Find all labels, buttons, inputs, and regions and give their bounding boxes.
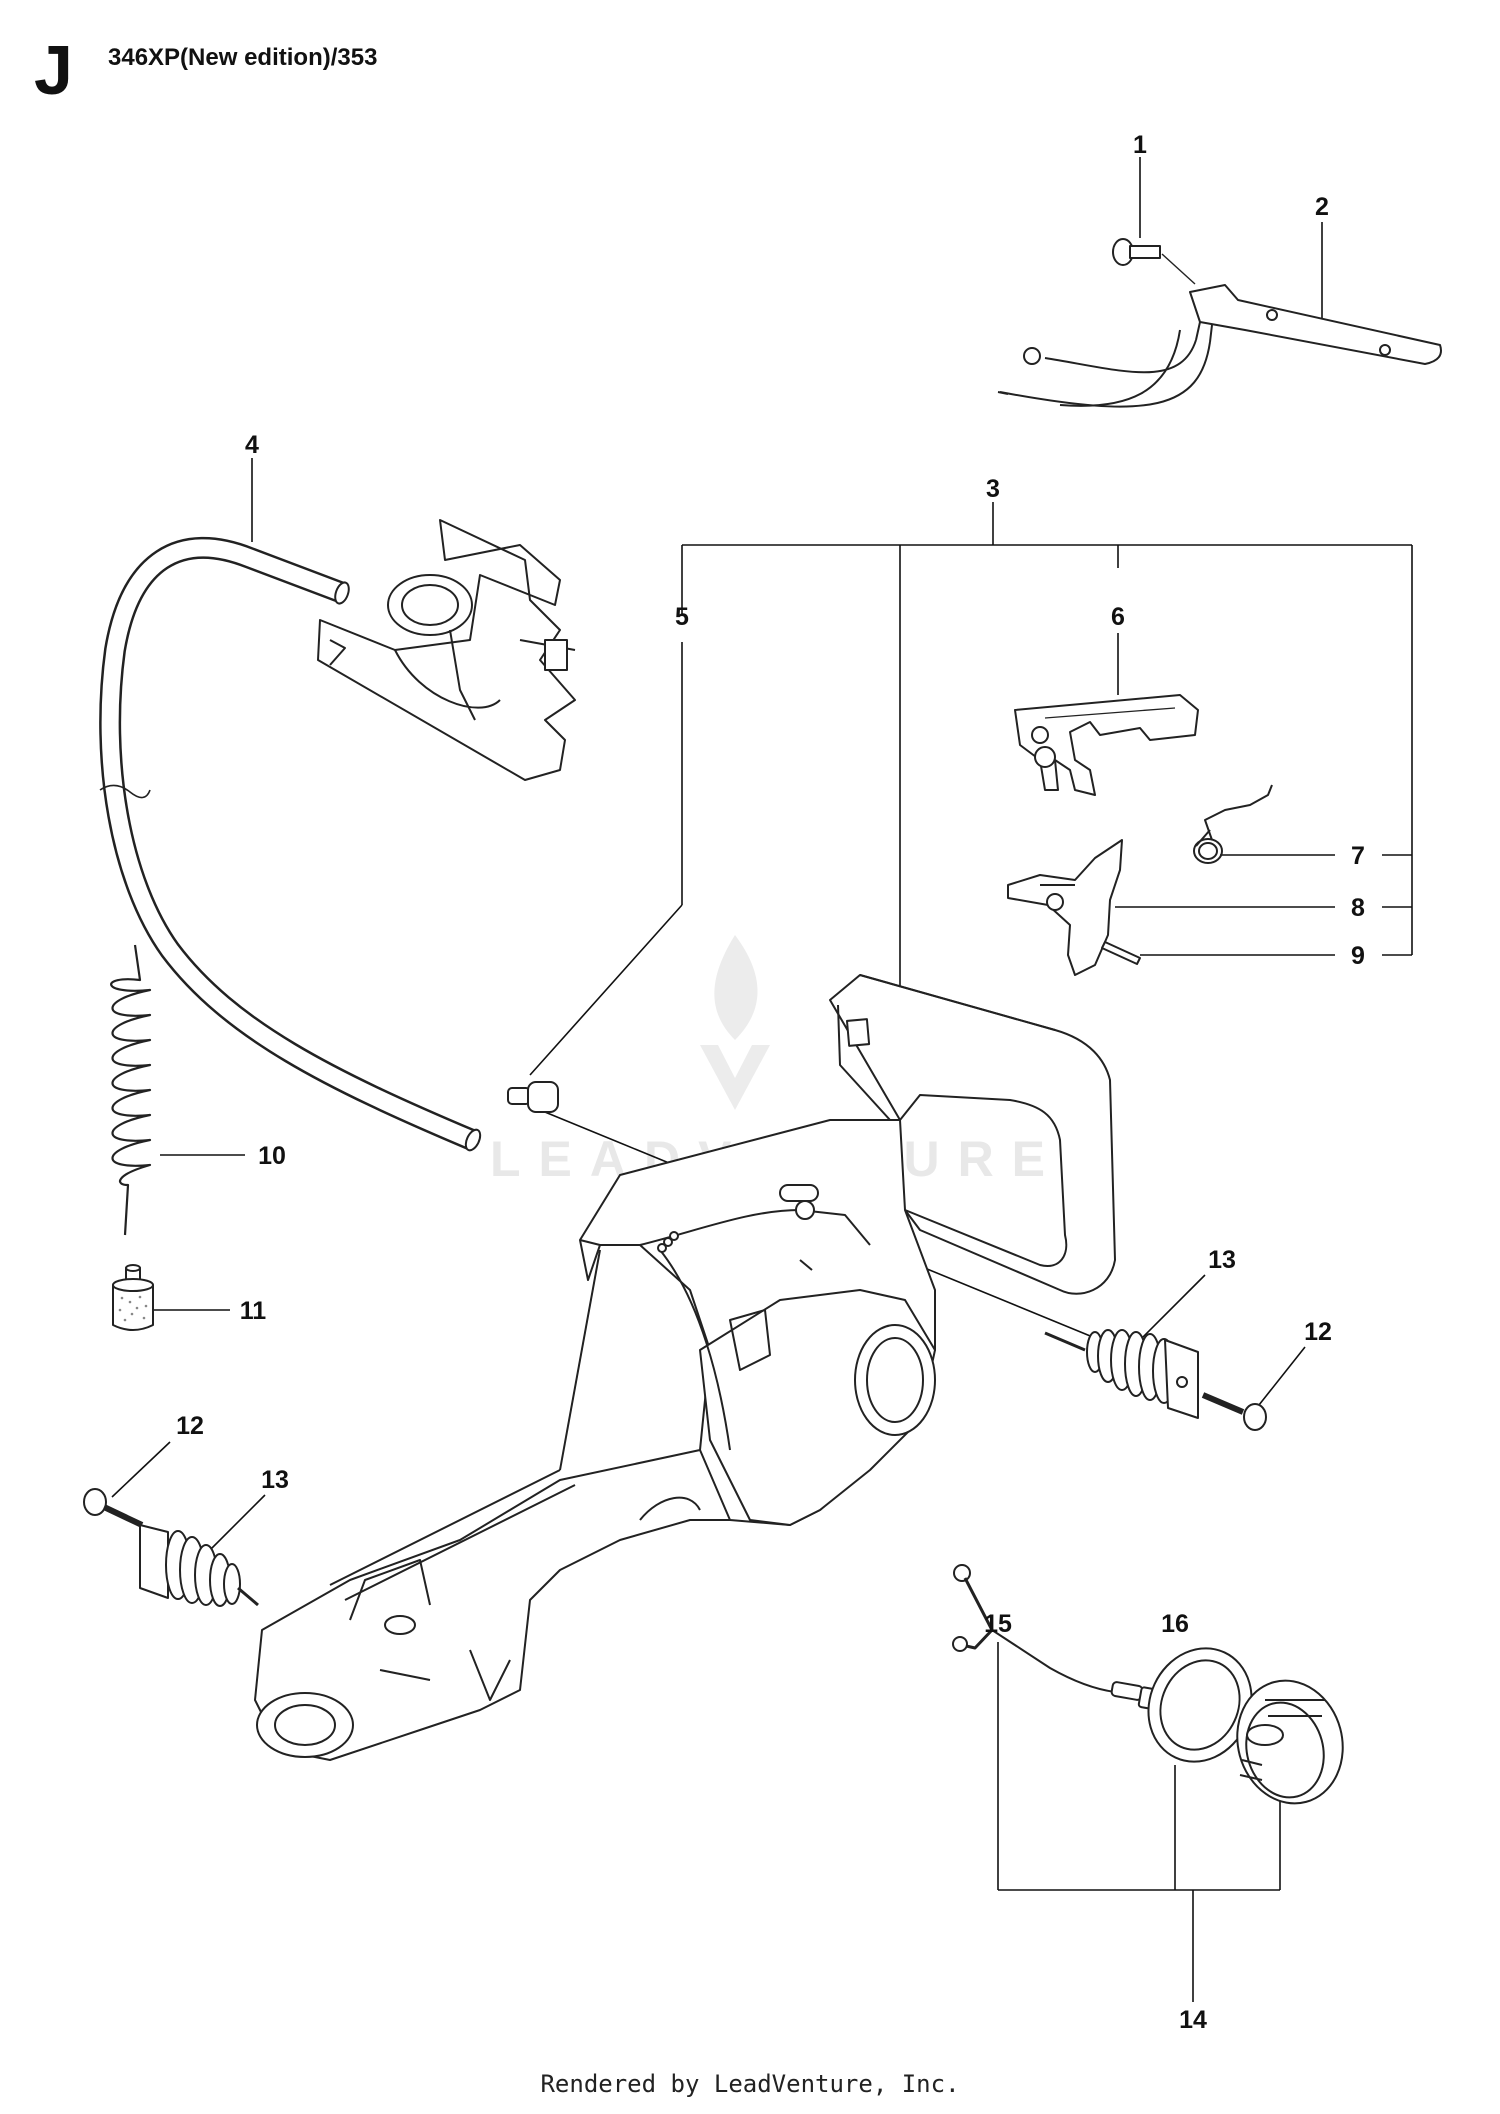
callout-1: 1 xyxy=(1133,131,1147,159)
part-fuel-cap-14 xyxy=(1236,1679,1344,1805)
part-grommet-5 xyxy=(507,1081,559,1113)
model-title: 346XP(New edition)/353 xyxy=(108,44,378,71)
callout-13-right: 13 xyxy=(1208,1246,1236,1274)
callout-16: 16 xyxy=(1161,1610,1189,1638)
part-screw-12-right xyxy=(1201,1392,1267,1431)
watermark-logo xyxy=(700,935,770,1110)
part-pin-9 xyxy=(1101,941,1141,965)
callout-7: 7 xyxy=(1351,842,1365,870)
callout-11: 11 xyxy=(240,1297,267,1325)
callout-8: 8 xyxy=(1351,894,1365,922)
callout-9: 9 xyxy=(1351,942,1365,970)
callout-12-left: 12 xyxy=(176,1412,204,1440)
footer-credit: Rendered by LeadVenture, Inc. xyxy=(540,2070,960,2098)
callout-labels: 1 2 3 4 5 6 7 8 9 10 11 12 13 12 13 14 1… xyxy=(176,131,1365,2034)
callout-14: 14 xyxy=(1179,2006,1207,2034)
callout-4: 4 xyxy=(245,431,259,459)
callout-15: 15 xyxy=(984,1610,1012,1638)
callout-3: 3 xyxy=(986,475,1000,503)
part-spring-7 xyxy=(1193,784,1273,864)
part-fuel-filter-11 xyxy=(112,1264,154,1331)
part-av-spring-13-right xyxy=(1044,1329,1199,1419)
part-lockout-8 xyxy=(1007,839,1123,976)
part-o-ring-16 xyxy=(1147,1647,1253,1763)
part-fuel-pickup-15 xyxy=(952,1564,1157,1710)
part-bracket-2 xyxy=(997,284,1442,408)
part-screw-1 xyxy=(1112,238,1196,285)
part-throttle-trigger-6 xyxy=(1014,694,1199,796)
section-letter: J xyxy=(34,31,73,109)
part-av-spring-13-left xyxy=(139,1524,259,1607)
carburetor-illustration xyxy=(317,519,576,781)
part-coil-hose-10 xyxy=(110,944,152,1236)
callout-10: 10 xyxy=(258,1142,286,1170)
callout-5: 5 xyxy=(675,603,689,631)
callout-13-left: 13 xyxy=(261,1466,289,1494)
callout-12-right: 12 xyxy=(1304,1318,1332,1346)
part-fuel-hose-4 xyxy=(99,537,482,1152)
callout-6: 6 xyxy=(1111,603,1125,631)
leader-lines xyxy=(111,157,1413,2002)
part-screw-12-left xyxy=(83,1488,144,1528)
callout-2: 2 xyxy=(1315,193,1329,221)
part-fuel-tank-3 xyxy=(254,974,1116,1761)
